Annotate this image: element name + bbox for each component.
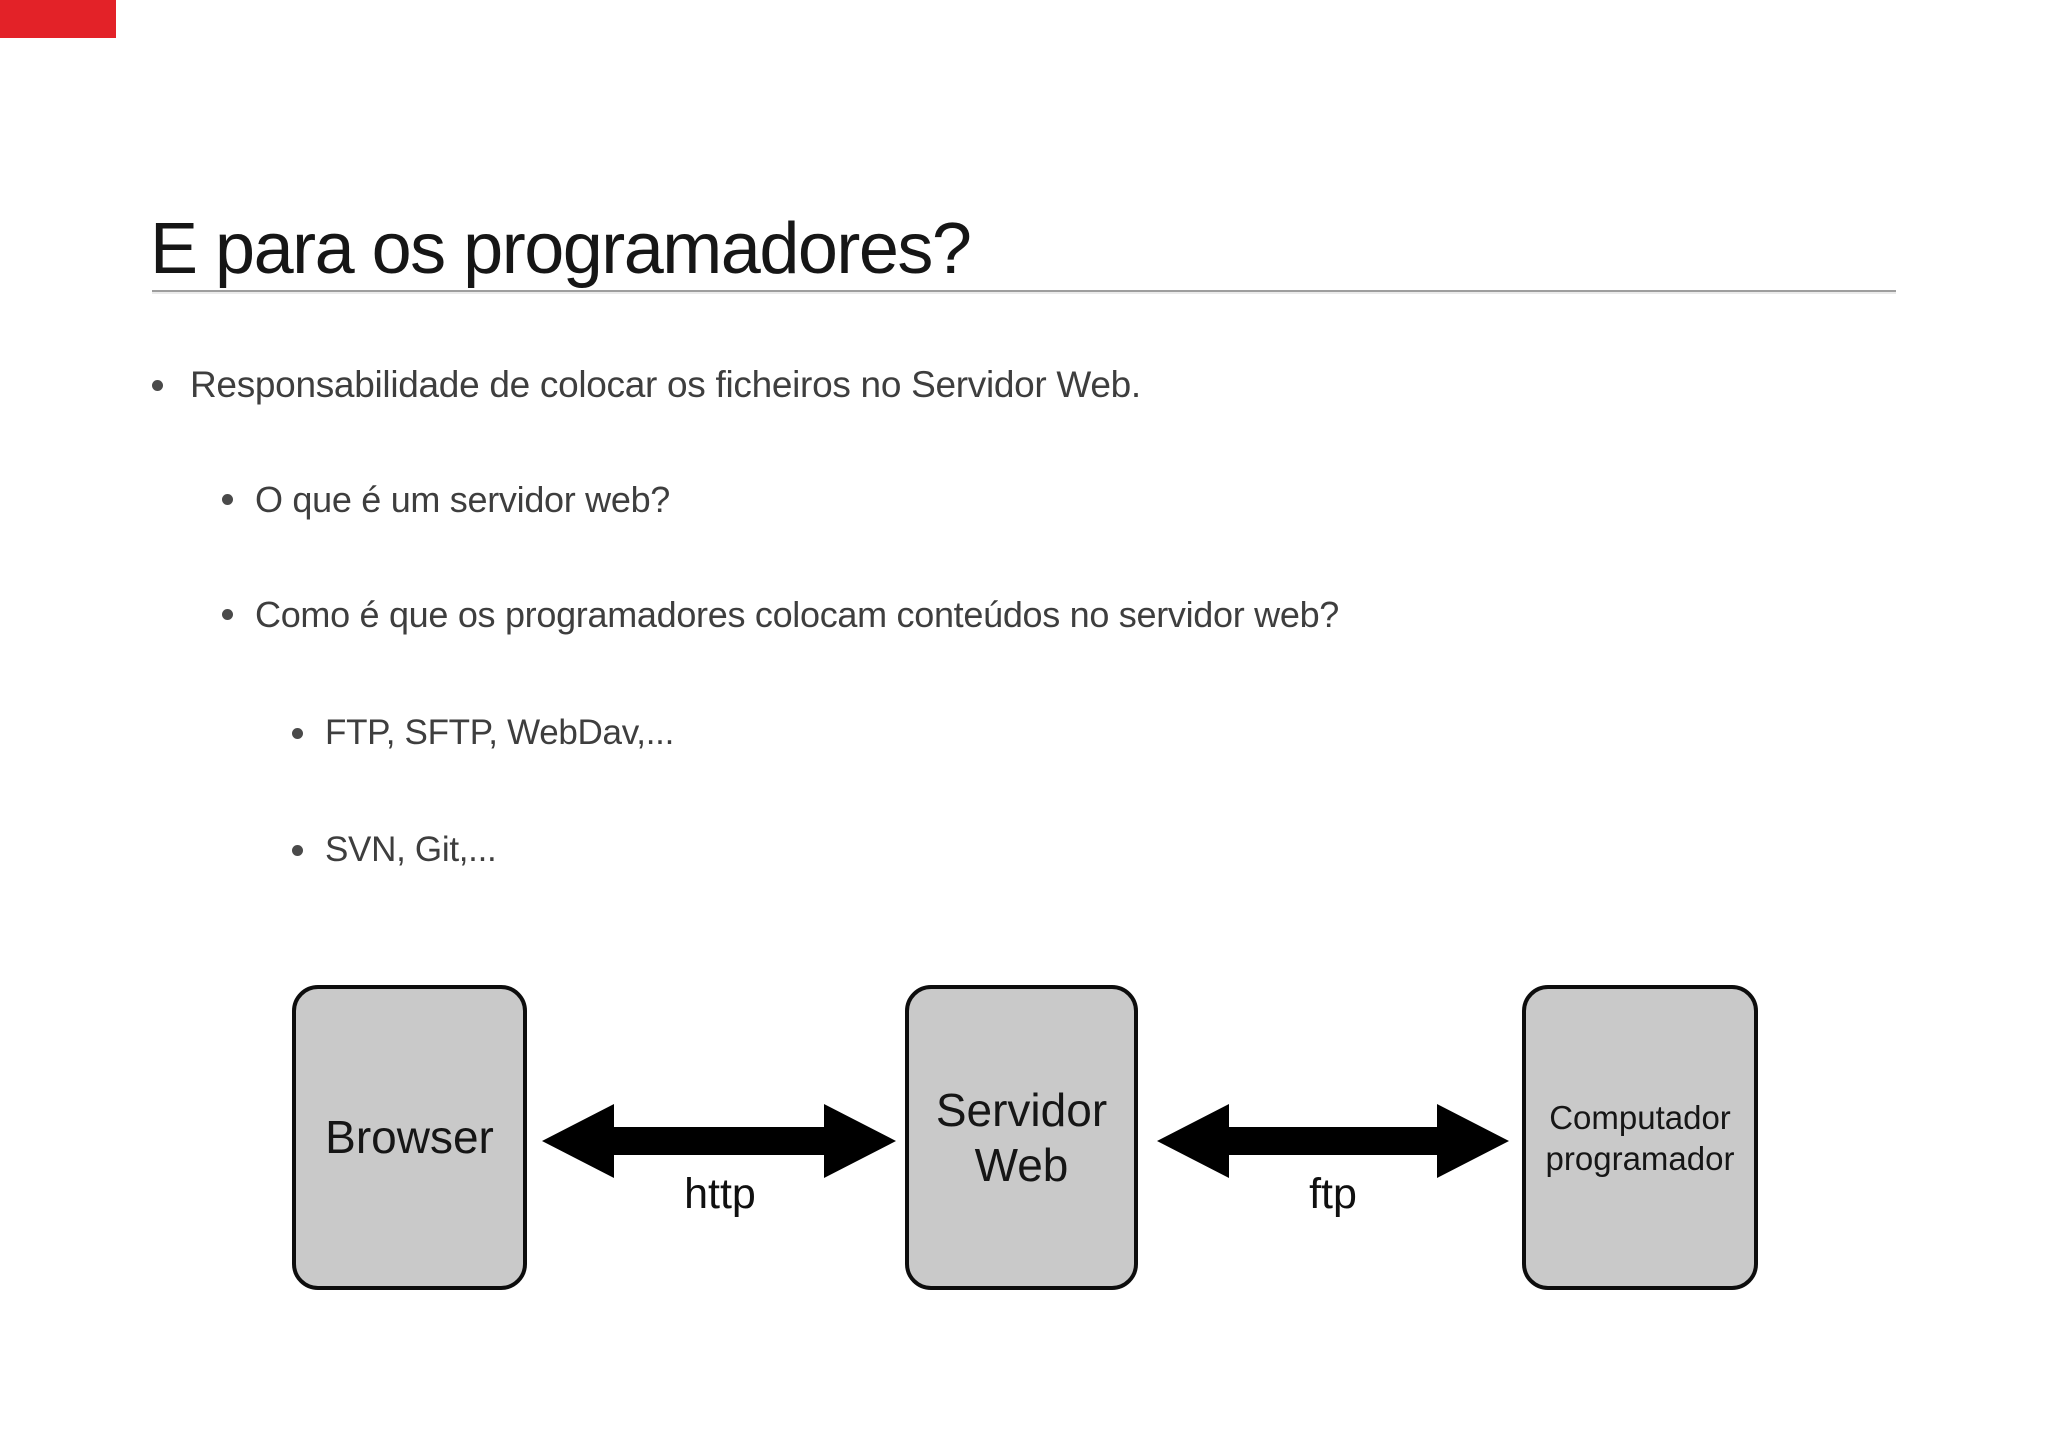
slide-title: E para os programadores? [150, 209, 972, 290]
corner-red-mark [0, 0, 116, 38]
bullet-level2: O que é um servidor web? [222, 478, 670, 521]
link-label-http: http [684, 1170, 756, 1218]
bullet-text: Responsabilidade de colocar os ficheiros… [190, 364, 1141, 405]
bullet-level3: FTP, SFTP, WebDav,... [292, 712, 674, 754]
title-divider [152, 290, 1896, 292]
node-label-line2: programador [1545, 1139, 1735, 1177]
diagram-node-servidor-web: Servidor Web [905, 985, 1138, 1290]
bullet-level3: SVN, Git,... [292, 829, 497, 871]
bullet-dot [222, 609, 233, 620]
diagram-node-browser: Browser [292, 985, 527, 1290]
double-arrow-ftp-icon [1157, 1104, 1509, 1178]
diagram-node-computador-programador: Computador programador [1522, 985, 1758, 1290]
bullet-text: Como é que os programadores colocam cont… [255, 594, 1340, 635]
link-label-ftp: ftp [1309, 1170, 1357, 1218]
node-label: Browser [325, 1111, 494, 1163]
bullet-dot [292, 844, 303, 856]
bullet-text: O que é um servidor web? [255, 479, 671, 520]
bullet-dot [292, 727, 303, 739]
bullet-level2: Como é que os programadores colocam cont… [222, 593, 1339, 636]
bullet-dot [152, 379, 163, 391]
bullet-text: FTP, SFTP, WebDav,... [325, 713, 674, 752]
node-label-line1: Servidor [935, 1083, 1108, 1136]
bullet-level1: Responsabilidade de colocar os ficheiros… [152, 363, 1141, 407]
bullet-dot [222, 494, 233, 505]
double-arrow-http-icon [542, 1104, 896, 1178]
node-label-line1: Computador [1549, 1098, 1731, 1136]
bullet-text: SVN, Git,... [325, 830, 497, 869]
node-label-line2: Web [974, 1138, 1069, 1191]
